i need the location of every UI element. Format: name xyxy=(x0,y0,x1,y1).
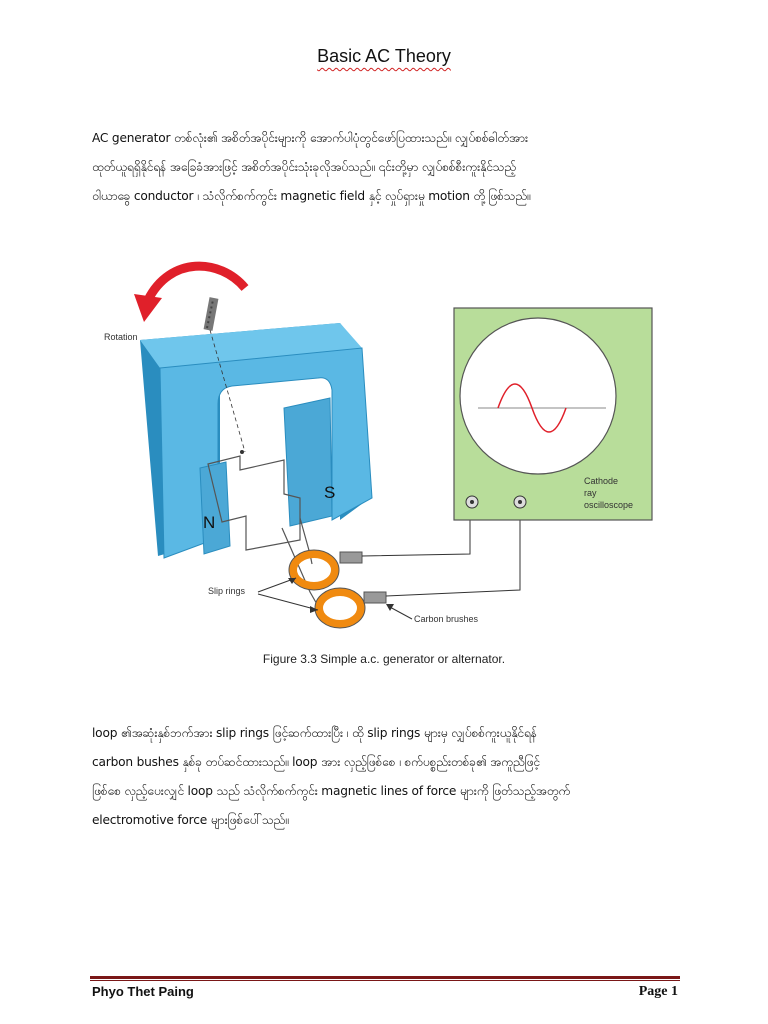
ac-generator-diagram: Rotation N S Slip rings Carbon brushes C… xyxy=(104,261,653,629)
paragraph-line: ဖြစ်စေ လှည့်ပေးလျှင် loop သည် သံလိုက်စက်… xyxy=(92,784,571,798)
page-title: Basic AC Theory xyxy=(317,46,451,66)
paragraph-line: loop ၏အဆုံးနှစ်ဘက်အား slip rings ဖြင့်ဆက… xyxy=(92,726,537,740)
scope-label-line1: Cathode xyxy=(584,476,618,486)
rotation-arrow xyxy=(143,261,249,303)
slip-ring-upper xyxy=(289,550,339,590)
figure-caption: Figure 3.3 Simple a.c. generator or alte… xyxy=(262,652,506,666)
intro-paragraph: AC generator တစ်လုံး၏ အစိတ်အပိုင်းများကိ… xyxy=(92,124,682,211)
oscilloscope-screen xyxy=(459,317,617,475)
scope-label-line3: oscilloscope xyxy=(584,500,633,510)
footer-author: Phyo Thet Paing xyxy=(92,984,194,999)
carbon-brushes-label: Carbon brushes xyxy=(414,614,479,624)
footer-divider-thin xyxy=(90,980,680,981)
paragraph-line: AC generator တစ်လုံး၏ အစိတ်အပိုင်းများကိ… xyxy=(92,131,528,145)
sine-wave-trace xyxy=(497,383,567,433)
south-label: S xyxy=(324,483,335,502)
south-pole xyxy=(283,397,333,527)
magnet-top xyxy=(140,323,362,368)
north-pole xyxy=(199,461,231,555)
carbon-brush-upper xyxy=(339,551,363,564)
paragraph-line: electromotive force များဖြစ်ပေါ်သည်။ xyxy=(92,813,289,827)
footer-divider xyxy=(90,976,680,979)
coil-loop xyxy=(207,455,301,551)
page-number: Page 1 xyxy=(638,984,678,999)
carbon-brush-lower xyxy=(363,591,387,604)
scope-label-line2: ray xyxy=(584,488,597,498)
north-label: N xyxy=(203,513,215,532)
magnet-front xyxy=(159,347,373,559)
paragraph-line: ထုတ်ယူရရှိနိုင်ရန် အခြေခံအားဖြင့် အစိတ်အ… xyxy=(92,160,516,174)
slip-rings-label: Slip rings xyxy=(208,586,246,596)
rotation-arrowhead xyxy=(134,294,162,322)
paragraph-line: carbon bushes နှစ်ခု တပ်ဆင်ထားသည်။ loop … xyxy=(92,755,540,769)
paragraph-line: ဝါယာခွေ conductor ၊ သံလိုက်စက်ကွင်း magn… xyxy=(92,189,531,203)
rotation-label: Rotation xyxy=(104,332,138,342)
slip-ring-lower xyxy=(315,588,365,628)
body-paragraph: loop ၏အဆုံးနှစ်ဘက်အား slip rings ဖြင့်ဆက… xyxy=(92,719,682,835)
